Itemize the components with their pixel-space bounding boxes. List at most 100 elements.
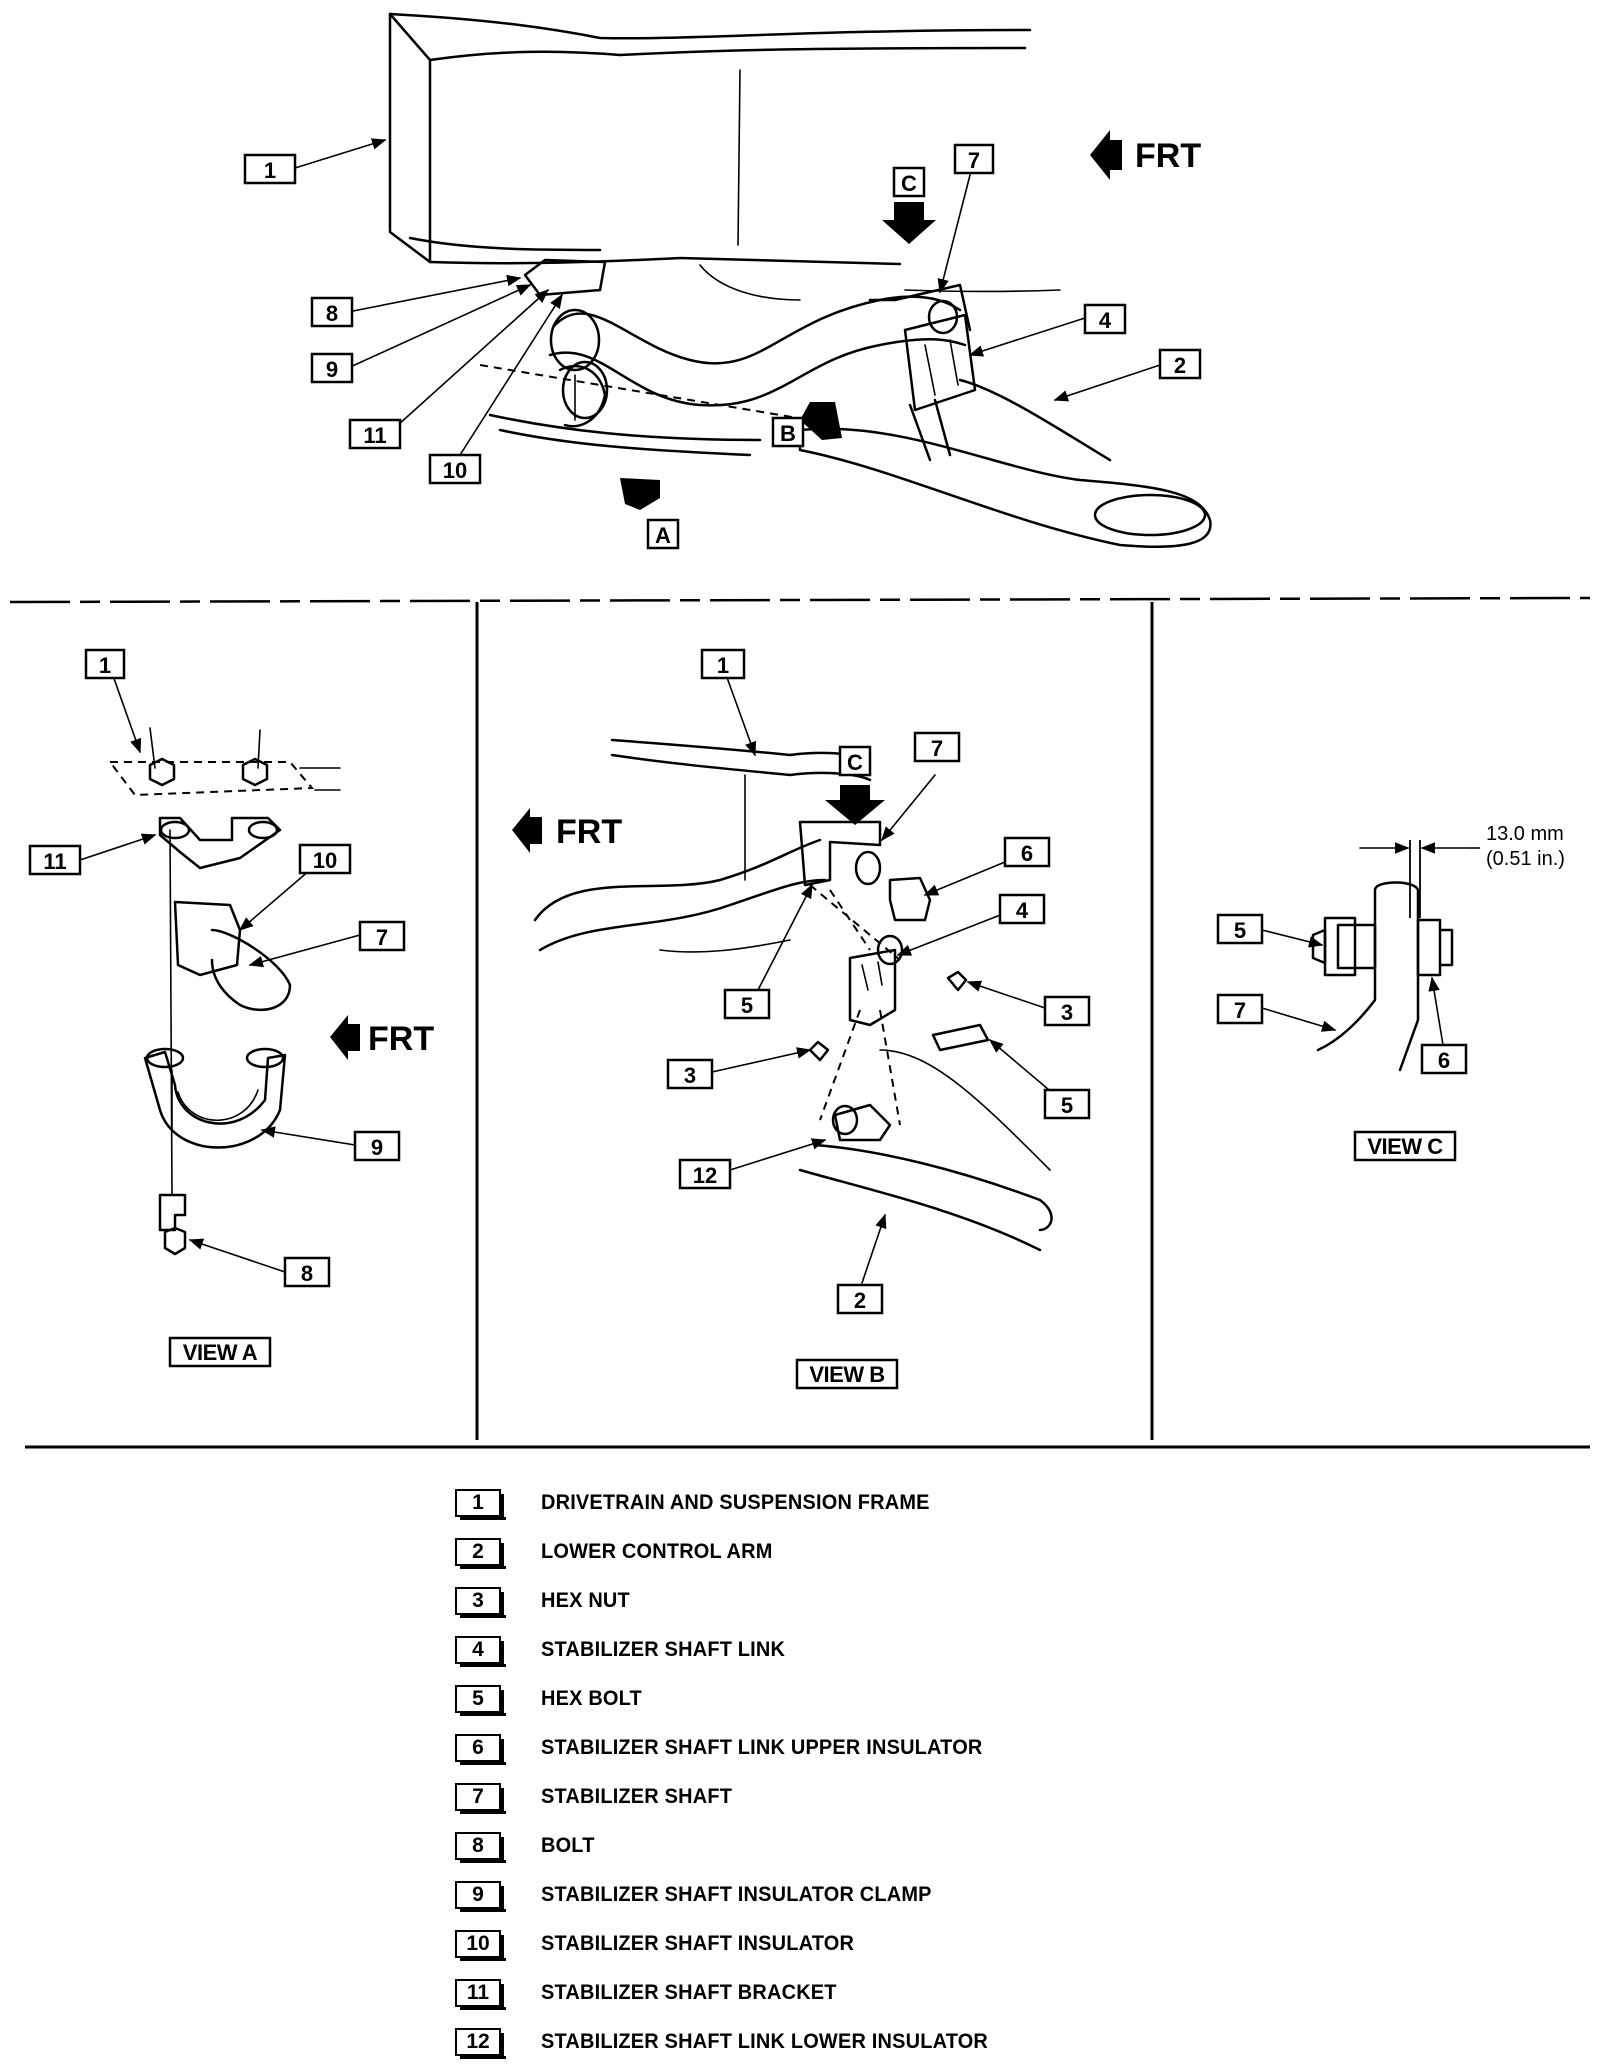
callout-11-main: 11 bbox=[348, 418, 402, 450]
svg-text:4: 4 bbox=[1016, 898, 1029, 923]
svg-text:C: C bbox=[901, 171, 917, 196]
legend-item-number: 10 bbox=[455, 1929, 506, 1961]
leader-6-b bbox=[923, 861, 1006, 896]
view-b-arrow bbox=[800, 402, 842, 440]
callout-7-a: 7 bbox=[358, 920, 406, 952]
view-a-arrow bbox=[620, 478, 660, 510]
view-c-washer-right bbox=[1416, 918, 1454, 977]
view-a-bolt bbox=[158, 1193, 187, 1256]
leader-5-b-right bbox=[988, 1039, 1056, 1096]
view-a-clamp bbox=[143, 1050, 287, 1149]
svg-text:1: 1 bbox=[264, 158, 276, 183]
svg-text:7: 7 bbox=[931, 736, 943, 761]
leader-8-a bbox=[188, 1238, 286, 1273]
view-c-washer-left bbox=[1323, 916, 1377, 977]
leader-4-b bbox=[896, 911, 1009, 956]
legend-item: 4 STABILIZER SHAFT LINK bbox=[455, 1625, 1255, 1674]
front-arrow-icon bbox=[1090, 130, 1122, 180]
leader-10-a bbox=[238, 869, 311, 931]
legend-item-label: DRIVETRAIN AND SUSPENSION FRAME bbox=[541, 1490, 930, 1514]
legend-item-number: 1 bbox=[455, 1488, 506, 1520]
view-c-label: VIEW C bbox=[1353, 1130, 1457, 1162]
svg-text:7: 7 bbox=[968, 148, 980, 173]
leader-1-main bbox=[294, 138, 387, 169]
legend-item-label: STABILIZER SHAFT BRACKET bbox=[541, 1980, 837, 2004]
leader-1-b bbox=[724, 671, 757, 757]
legend-item-label: HEX BOLT bbox=[541, 1686, 642, 1710]
callout-2-b: 2 bbox=[836, 1283, 884, 1315]
svg-text:12: 12 bbox=[693, 1163, 717, 1188]
callout-3-b-left: 3 bbox=[666, 1058, 714, 1090]
leader-3-b-right bbox=[966, 980, 1046, 1009]
svg-text:C: C bbox=[847, 750, 863, 775]
legend-item-label: STABILIZER SHAFT LINK bbox=[541, 1637, 786, 1661]
svg-text:A: A bbox=[655, 523, 671, 548]
callout-1-a: 1 bbox=[84, 648, 126, 680]
svg-text:10: 10 bbox=[313, 848, 337, 873]
view-a-panel: FRT 1 11 10 7 9 8 VIEW A bbox=[28, 648, 434, 1368]
leader-9-a bbox=[260, 1126, 356, 1146]
front-arrow-icon-b bbox=[512, 808, 542, 853]
section-divider bbox=[9, 596, 1591, 604]
callout-5-c: 5 bbox=[1216, 913, 1264, 945]
legend-item-number: 2 bbox=[455, 1537, 506, 1569]
legend-item-label: LOWER CONTROL ARM bbox=[541, 1539, 773, 1563]
legend-item-number: 3 bbox=[455, 1586, 506, 1618]
callout-7-c: 7 bbox=[1216, 993, 1264, 1025]
legend-item: 1 DRIVETRAIN AND SUSPENSION FRAME bbox=[455, 1478, 1255, 1527]
view-b-shaft bbox=[533, 838, 822, 922]
legend-item: 3 HEX NUT bbox=[455, 1576, 1255, 1625]
leader-10-main bbox=[459, 293, 563, 456]
legend-item-label: STABILIZER SHAFT bbox=[541, 1784, 733, 1808]
legend-item-label: HEX NUT bbox=[541, 1588, 630, 1612]
legend-item-number: 5 bbox=[455, 1684, 506, 1716]
view-b-upper-insulator bbox=[888, 876, 932, 922]
callout-5-b-right: 5 bbox=[1043, 1088, 1091, 1120]
svg-text:11: 11 bbox=[43, 849, 66, 874]
callout-view-c-b: C bbox=[838, 745, 872, 777]
svg-text:5: 5 bbox=[741, 993, 753, 1018]
front-direction-label-b: FRT bbox=[556, 813, 622, 851]
leader-7-main bbox=[937, 174, 971, 294]
front-direction-label: FRT bbox=[1135, 137, 1201, 175]
svg-text:7: 7 bbox=[376, 925, 388, 950]
legend-item-label: STABILIZER SHAFT LINK UPPER INSULATOR bbox=[541, 1735, 983, 1759]
legend-item-number: 7 bbox=[455, 1782, 506, 1814]
view-b-lower-insulator bbox=[833, 1103, 892, 1142]
leader-5-c bbox=[1261, 929, 1324, 948]
leader-12-b bbox=[729, 1138, 827, 1171]
svg-text:B: B bbox=[780, 421, 796, 446]
legend-item-number: 4 bbox=[455, 1635, 506, 1667]
callout-12-b: 12 bbox=[678, 1158, 732, 1190]
view-a-shaft bbox=[210, 928, 292, 1012]
svg-text:8: 8 bbox=[301, 1261, 313, 1286]
view-b-panel: FRT 1 C 7 6 4 5 3 3 5 12 2 VIEW B bbox=[512, 648, 1091, 1390]
svg-text:4: 4 bbox=[1099, 308, 1112, 333]
svg-text:5: 5 bbox=[1061, 1093, 1073, 1118]
callout-10-main: 10 bbox=[428, 453, 482, 485]
svg-text:2: 2 bbox=[854, 1288, 866, 1313]
svg-text:6: 6 bbox=[1021, 841, 1033, 866]
dimension-metric: 13.0 mm bbox=[1486, 823, 1564, 845]
leader-7-b bbox=[881, 774, 936, 842]
leader-7-a bbox=[248, 934, 361, 968]
view-c-link bbox=[1316, 881, 1420, 1072]
callout-6-b: 6 bbox=[1003, 836, 1051, 868]
leader-7-c bbox=[1261, 1007, 1337, 1032]
legend-item-number: 12 bbox=[455, 2027, 506, 2059]
view-b-bracket bbox=[798, 820, 882, 887]
legend-item: 2 LOWER CONTROL ARM bbox=[455, 1527, 1255, 1576]
view-a-frame-plane bbox=[107, 761, 315, 797]
lower-control-arm-drawing bbox=[488, 264, 1212, 548]
callout-8-main: 8 bbox=[310, 296, 354, 328]
leader-11-main bbox=[397, 289, 550, 426]
frame-rail-drawing bbox=[388, 12, 1061, 293]
callout-5-b-left: 5 bbox=[723, 988, 771, 1020]
main-assembly-view: FRT 1 C 7 4 2 8 9 11 10 B A bbox=[243, 12, 1212, 550]
leader-4-main bbox=[968, 317, 1086, 357]
